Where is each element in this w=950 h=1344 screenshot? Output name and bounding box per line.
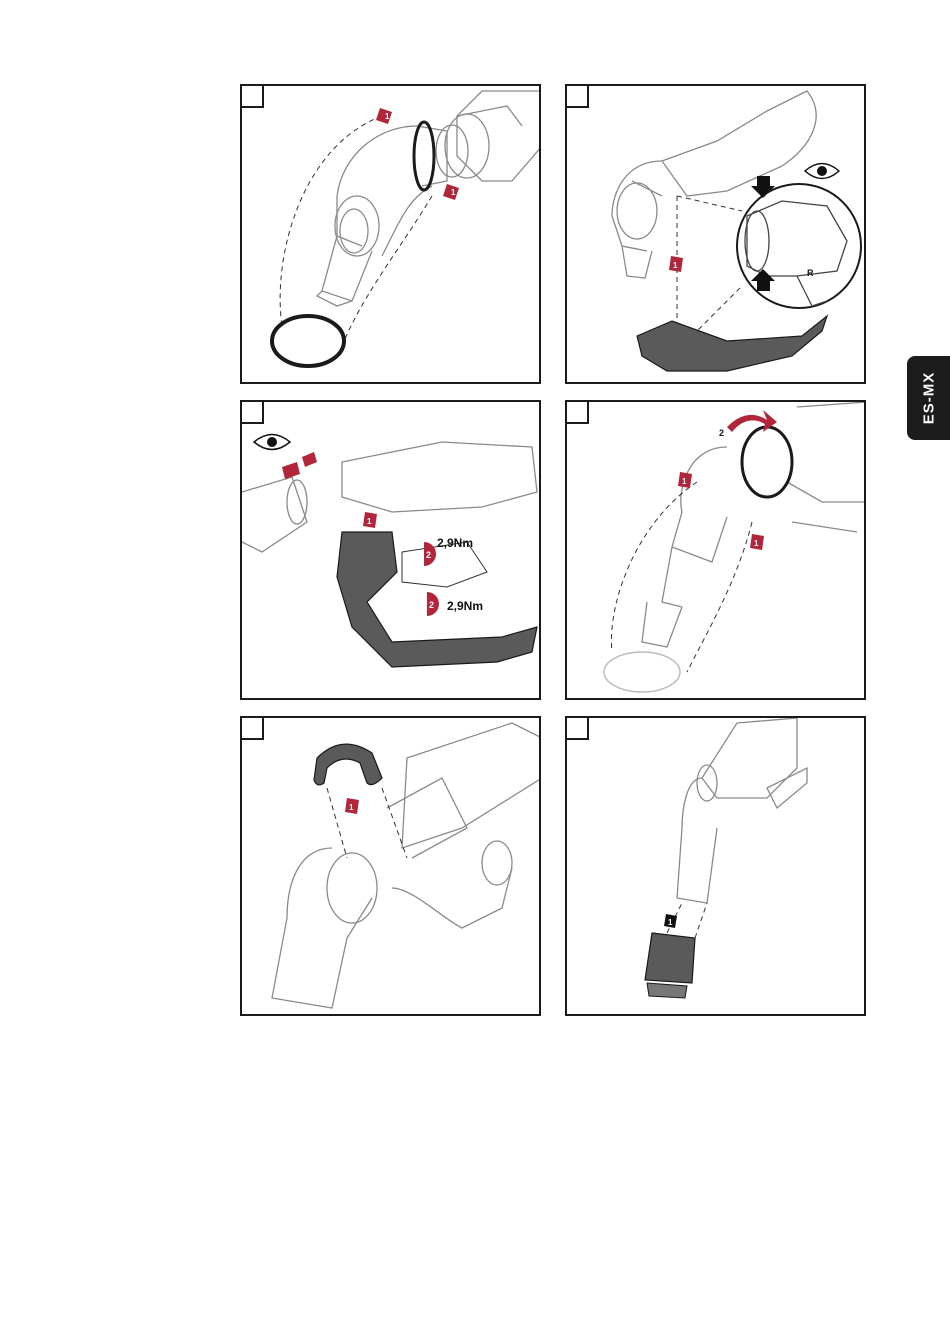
illustration-insert-clip: 1 bbox=[242, 718, 541, 1016]
eye-icon bbox=[254, 435, 290, 450]
step-checkbox-6 bbox=[567, 718, 589, 740]
step-checkbox-4 bbox=[567, 402, 589, 424]
section-tab: ES-MX bbox=[907, 356, 950, 440]
rotate-arrow-icon: 2 bbox=[427, 592, 439, 616]
illustration-remove-nut: 2 1 1 bbox=[567, 402, 866, 700]
marker: 1 bbox=[451, 188, 456, 197]
step-panel-2: R 1 bbox=[565, 84, 866, 384]
eye-icon bbox=[805, 164, 839, 179]
marker: 1 bbox=[682, 477, 687, 486]
step-checkbox-2 bbox=[567, 86, 589, 108]
marker: 1 bbox=[349, 803, 354, 812]
step-checkbox-3 bbox=[242, 402, 264, 424]
torque-label: 2,9Nm bbox=[447, 599, 483, 613]
marker: 2 bbox=[429, 600, 434, 610]
arrow-down-icon bbox=[302, 452, 317, 467]
illustration-tighten-screws: 1 2 2 2,9Nm 2,9Nm bbox=[242, 402, 541, 700]
step-panel-4: 2 1 1 bbox=[565, 400, 866, 700]
marker: 1 bbox=[673, 261, 678, 270]
marker: 2 bbox=[719, 428, 724, 438]
detail-label: R bbox=[807, 268, 814, 278]
rotate-arrow-icon: 2 bbox=[719, 410, 777, 438]
illustration-insert-nozzle: 1 bbox=[567, 718, 866, 1016]
step-checkbox-1 bbox=[242, 86, 264, 108]
step-panel-1: 1 1 bbox=[240, 84, 541, 384]
marker: 1 bbox=[385, 112, 390, 121]
step-checkbox-5 bbox=[242, 718, 264, 740]
marker: 1 bbox=[367, 517, 372, 526]
illustration-remove-o-ring: 1 1 bbox=[242, 86, 541, 384]
marker: 1 bbox=[754, 539, 759, 548]
marker: 1 bbox=[668, 918, 673, 927]
illustration-attach-bottom-shell: R 1 bbox=[567, 86, 866, 384]
torque-label: 2,9Nm bbox=[437, 536, 473, 550]
arrow-up-icon bbox=[376, 108, 392, 124]
marker: 2 bbox=[426, 550, 431, 560]
step-panel-6: 1 bbox=[565, 716, 866, 1016]
step-panel-5: 1 bbox=[240, 716, 541, 1016]
section-tab-label: ES-MX bbox=[920, 372, 937, 425]
arrow-right-icon bbox=[282, 462, 300, 479]
step-panel-3: 1 2 2 2,9Nm 2,9Nm bbox=[240, 400, 541, 700]
